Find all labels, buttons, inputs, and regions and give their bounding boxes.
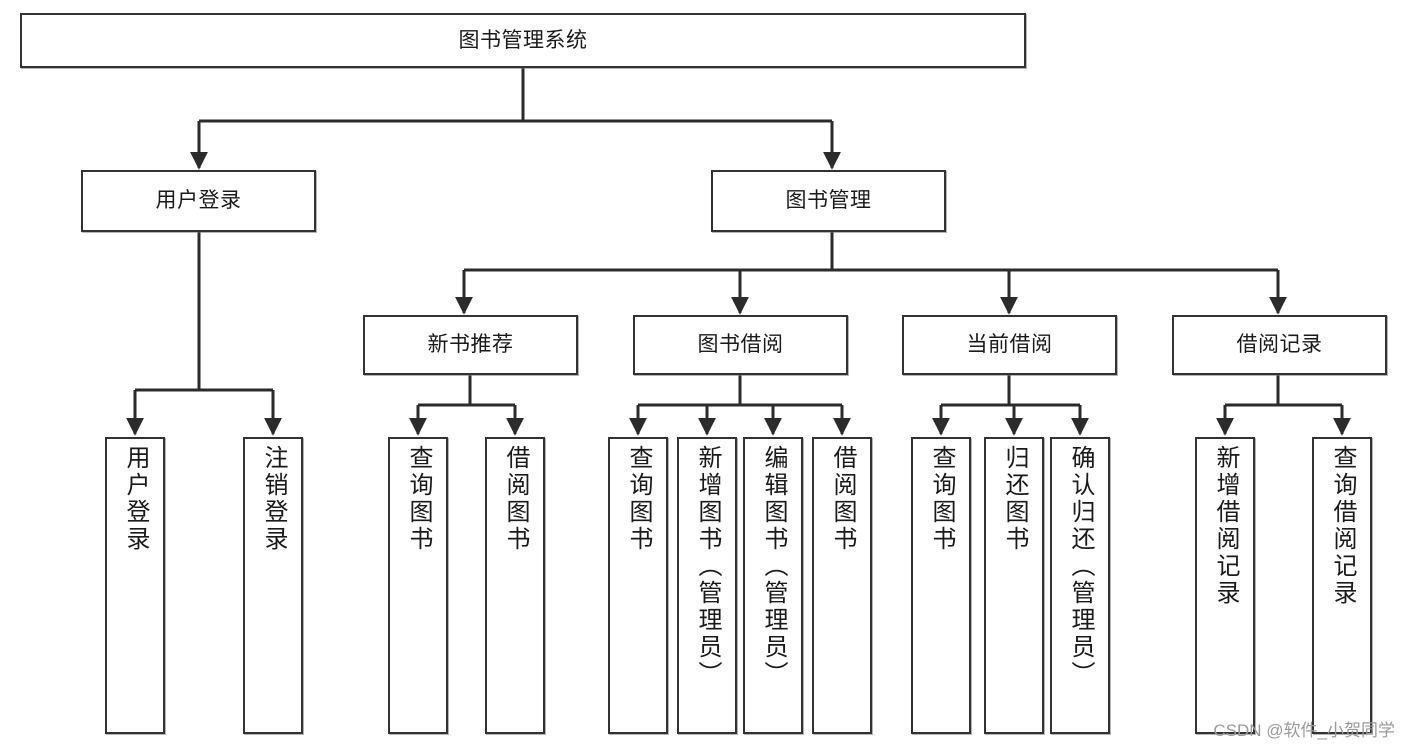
- leaf-query-borrow-record-label: 查询借阅记录: [1328, 445, 1356, 607]
- node-current-borrow-label: 当前借阅: [966, 333, 1053, 357]
- leaf-borrow-book-newbook-label: 借阅图书: [501, 445, 529, 553]
- leaf-query-book-newbook[interactable]: 查询图书: [388, 437, 448, 734]
- node-borrow-record-label: 借阅记录: [1236, 333, 1323, 357]
- node-root-label: 图书管理系统: [458, 28, 588, 52]
- leaf-return-book[interactable]: 归还图书: [984, 437, 1044, 734]
- leaf-return-book-label: 归还图书: [1000, 445, 1028, 553]
- node-new-book-recommend[interactable]: 新书推荐: [363, 315, 578, 375]
- leaf-borrow-book-borrow[interactable]: 借阅图书: [812, 437, 872, 734]
- node-user-login-label: 用户登录: [155, 189, 242, 213]
- leaf-user-login-label: 用户登录: [121, 445, 149, 553]
- node-book-management-label: 图书管理: [785, 189, 872, 213]
- leaf-logout[interactable]: 注销登录: [243, 437, 303, 734]
- node-new-book-recommend-label: 新书推荐: [427, 333, 514, 357]
- leaf-borrow-book-borrow-label: 借阅图书: [828, 445, 856, 553]
- leaf-confirm-return-admin[interactable]: 确认归还（管理员）: [1050, 437, 1110, 734]
- leaf-edit-book-admin-label: 编辑图书（管理员）: [759, 445, 787, 688]
- leaf-add-book-admin[interactable]: 新增图书（管理员）: [677, 437, 737, 734]
- node-user-login[interactable]: 用户登录: [81, 170, 316, 232]
- node-root[interactable]: 图书管理系统: [20, 13, 1026, 68]
- leaf-query-book-current[interactable]: 查询图书: [911, 437, 971, 734]
- node-book-borrow[interactable]: 图书借阅: [633, 315, 848, 375]
- leaf-query-book-borrow[interactable]: 查询图书: [608, 437, 668, 734]
- leaf-logout-label: 注销登录: [259, 445, 287, 553]
- leaf-query-borrow-record[interactable]: 查询借阅记录: [1312, 437, 1372, 734]
- leaf-confirm-return-admin-label: 确认归还（管理员）: [1066, 445, 1094, 688]
- node-book-borrow-label: 图书借阅: [697, 333, 784, 357]
- leaf-add-book-admin-label: 新增图书（管理员）: [693, 445, 721, 688]
- leaf-query-book-current-label: 查询图书: [927, 445, 955, 553]
- leaf-query-book-borrow-label: 查询图书: [624, 445, 652, 553]
- leaf-user-login[interactable]: 用户登录: [105, 437, 165, 734]
- leaf-query-book-newbook-label: 查询图书: [404, 445, 432, 553]
- leaf-add-borrow-record-label: 新增借阅记录: [1211, 445, 1239, 607]
- leaf-edit-book-admin[interactable]: 编辑图书（管理员）: [743, 437, 803, 734]
- csdn-watermark: CSDN @软件_小贺同学: [1213, 721, 1395, 740]
- leaf-borrow-book-newbook[interactable]: 借阅图书: [485, 437, 545, 734]
- leaf-add-borrow-record[interactable]: 新增借阅记录: [1195, 437, 1255, 734]
- node-current-borrow[interactable]: 当前借阅: [902, 315, 1117, 375]
- node-book-management[interactable]: 图书管理: [711, 170, 946, 232]
- node-borrow-record[interactable]: 借阅记录: [1172, 315, 1387, 375]
